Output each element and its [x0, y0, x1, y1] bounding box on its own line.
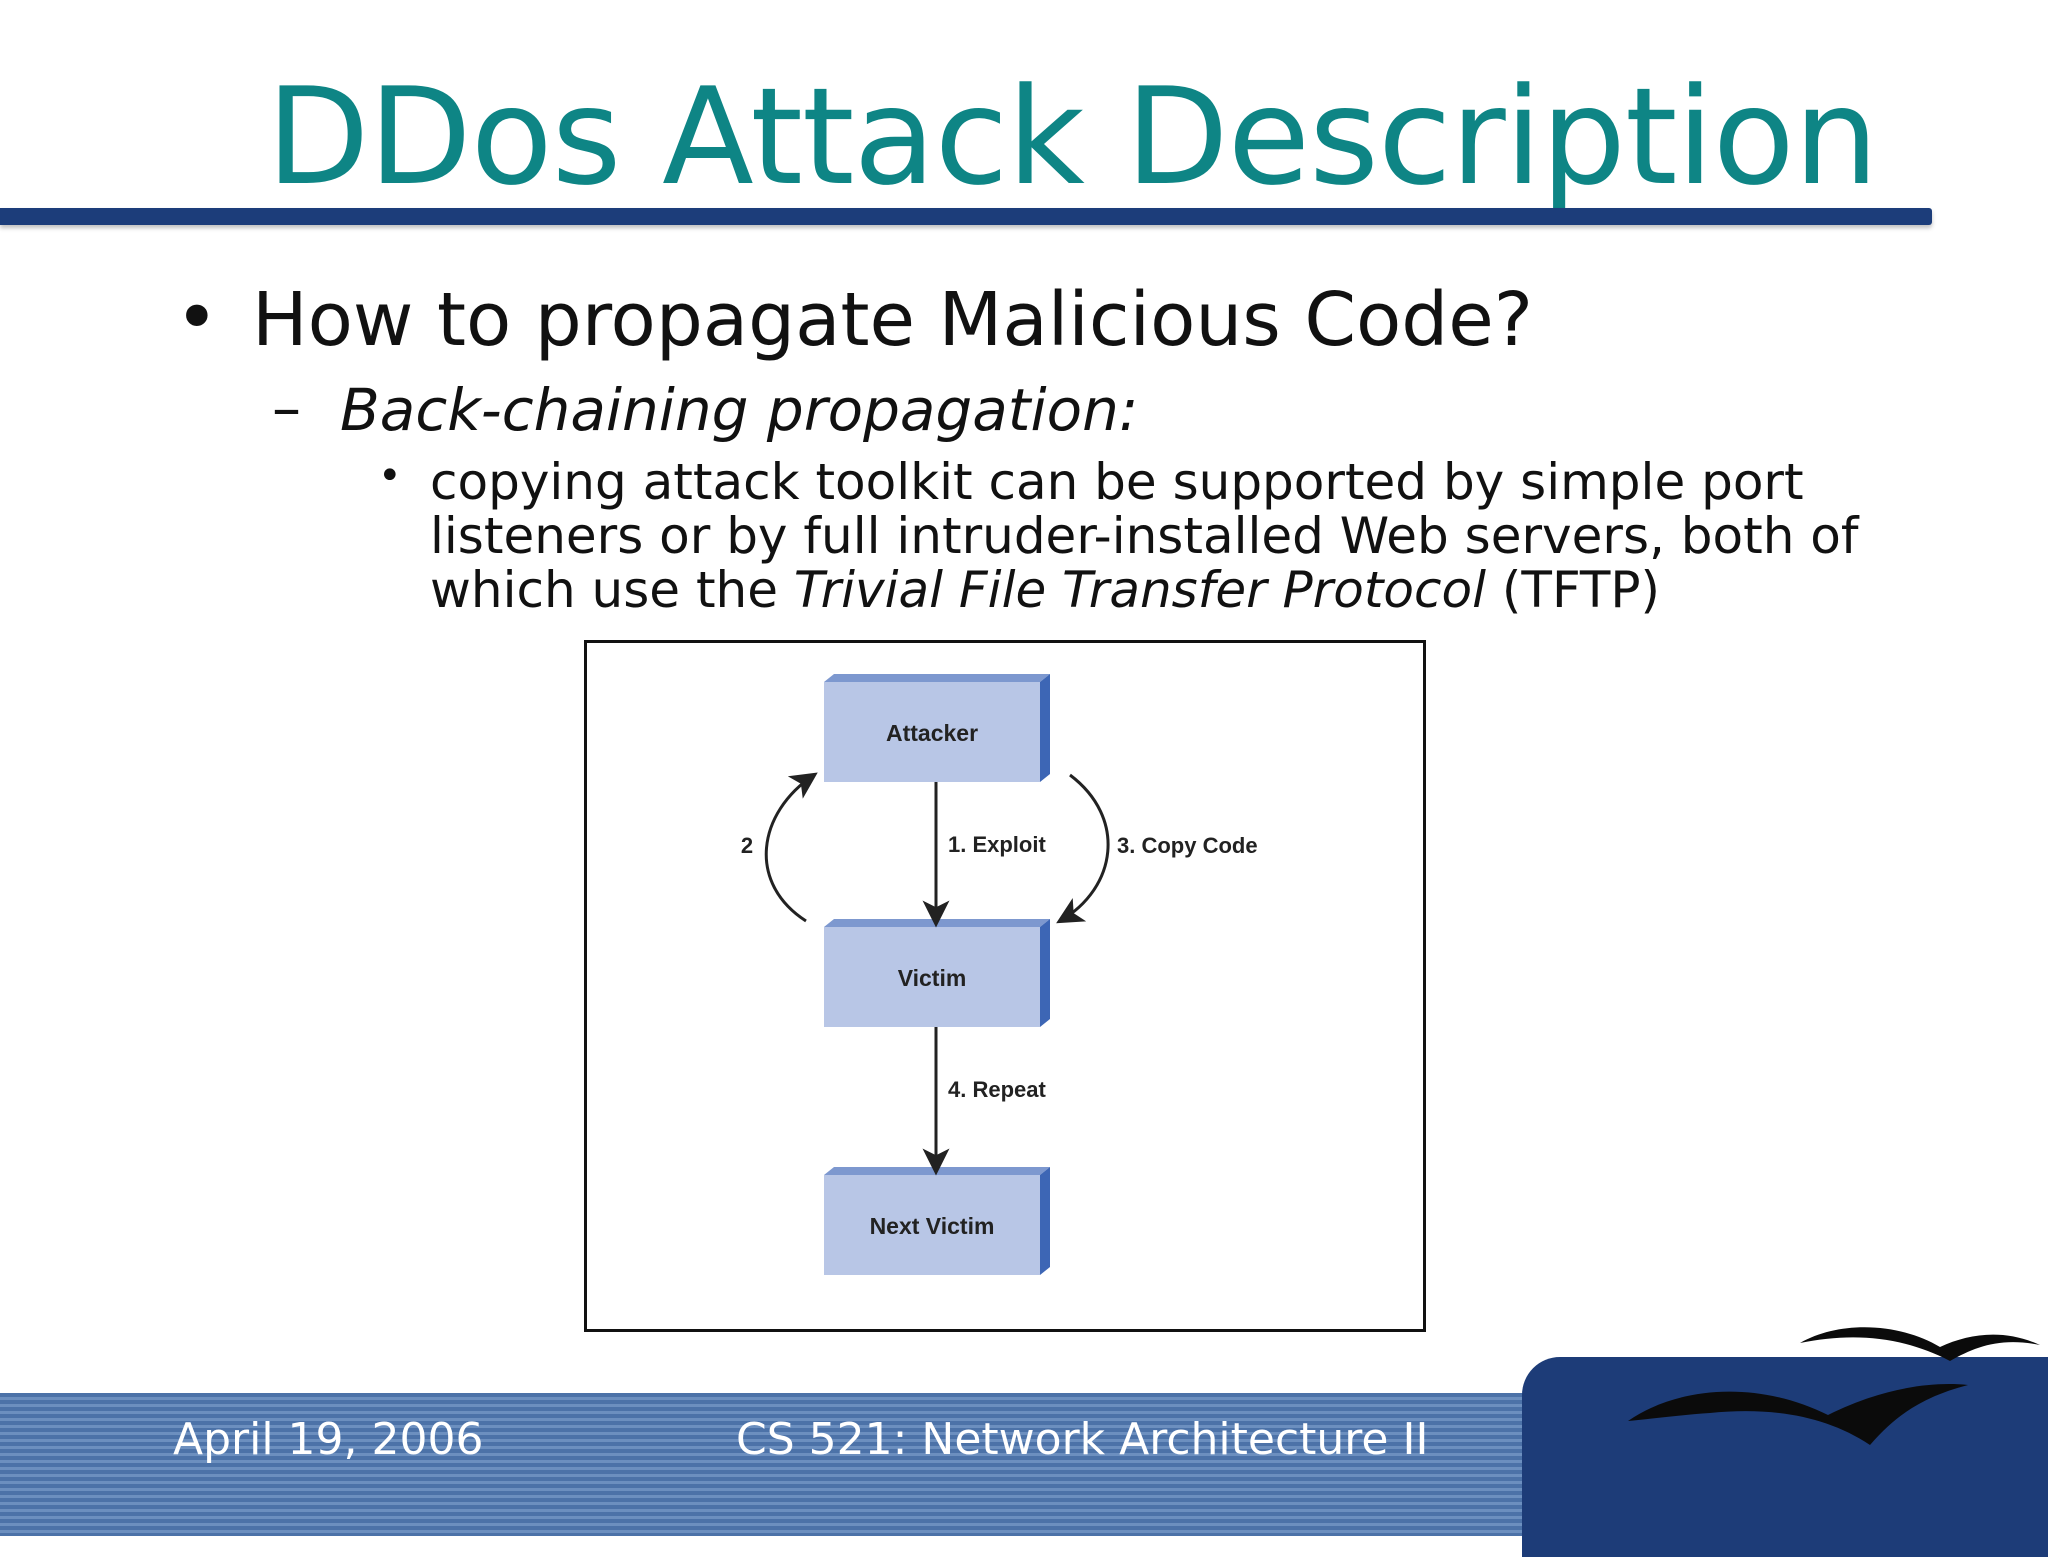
copy-code-label: 3. Copy Code	[1117, 833, 1258, 858]
bullet-line-1: copying attack toolkit can be supported …	[430, 453, 1804, 511]
diagram-svg: Attacker Victim Next Victim 1. Exploit	[741, 674, 1258, 1275]
slide-title: DDos Attack Description	[266, 59, 1878, 215]
next-victim-node: Next Victim	[824, 1167, 1050, 1275]
attacker-label: Attacker	[886, 720, 978, 746]
propagation-diagram: Attacker Victim Next Victim 1. Exploit	[584, 640, 1426, 1332]
title-divider	[0, 208, 1932, 225]
bullet-dot: •	[175, 275, 219, 361]
return-label: 2	[741, 833, 753, 858]
footer-date: April 19, 2006	[173, 1414, 484, 1465]
victim-node: Victim	[824, 919, 1050, 1027]
bullet-line-2: listeners or by full intruder-installed …	[430, 507, 1859, 565]
bullet-line-3: which use the Trivial File Transfer Prot…	[430, 563, 1830, 617]
line-3-end: (TFTP)	[1486, 561, 1661, 619]
bullet-paragraph: copying attack toolkit can be supported …	[430, 453, 1859, 617]
attacker-node: Attacker	[824, 674, 1050, 782]
bullet-dot: •	[378, 453, 402, 499]
line-3-start: which use the	[430, 561, 794, 619]
footer-course-title: CS 521: Network Architecture II	[736, 1414, 1429, 1465]
repeat-label: 4. Repeat	[948, 1077, 1046, 1102]
footer-logo-panel	[1522, 1357, 2048, 1557]
exploit-label: 1. Exploit	[948, 832, 1046, 857]
bullet-dash: –	[272, 374, 301, 442]
copy-code-arrow	[1056, 773, 1110, 924]
victim-label: Victim	[898, 965, 967, 991]
tftp-term: Trivial File Transfer Protocol	[793, 561, 1486, 619]
bullet-text: Back-chaining propagation:	[340, 376, 1139, 444]
bullet-text: How to propagate Malicious Code?	[252, 277, 1534, 363]
next-victim-label: Next Victim	[870, 1213, 995, 1239]
return-arrow	[764, 772, 818, 923]
seagull-logo-icon	[1628, 1327, 2040, 1445]
